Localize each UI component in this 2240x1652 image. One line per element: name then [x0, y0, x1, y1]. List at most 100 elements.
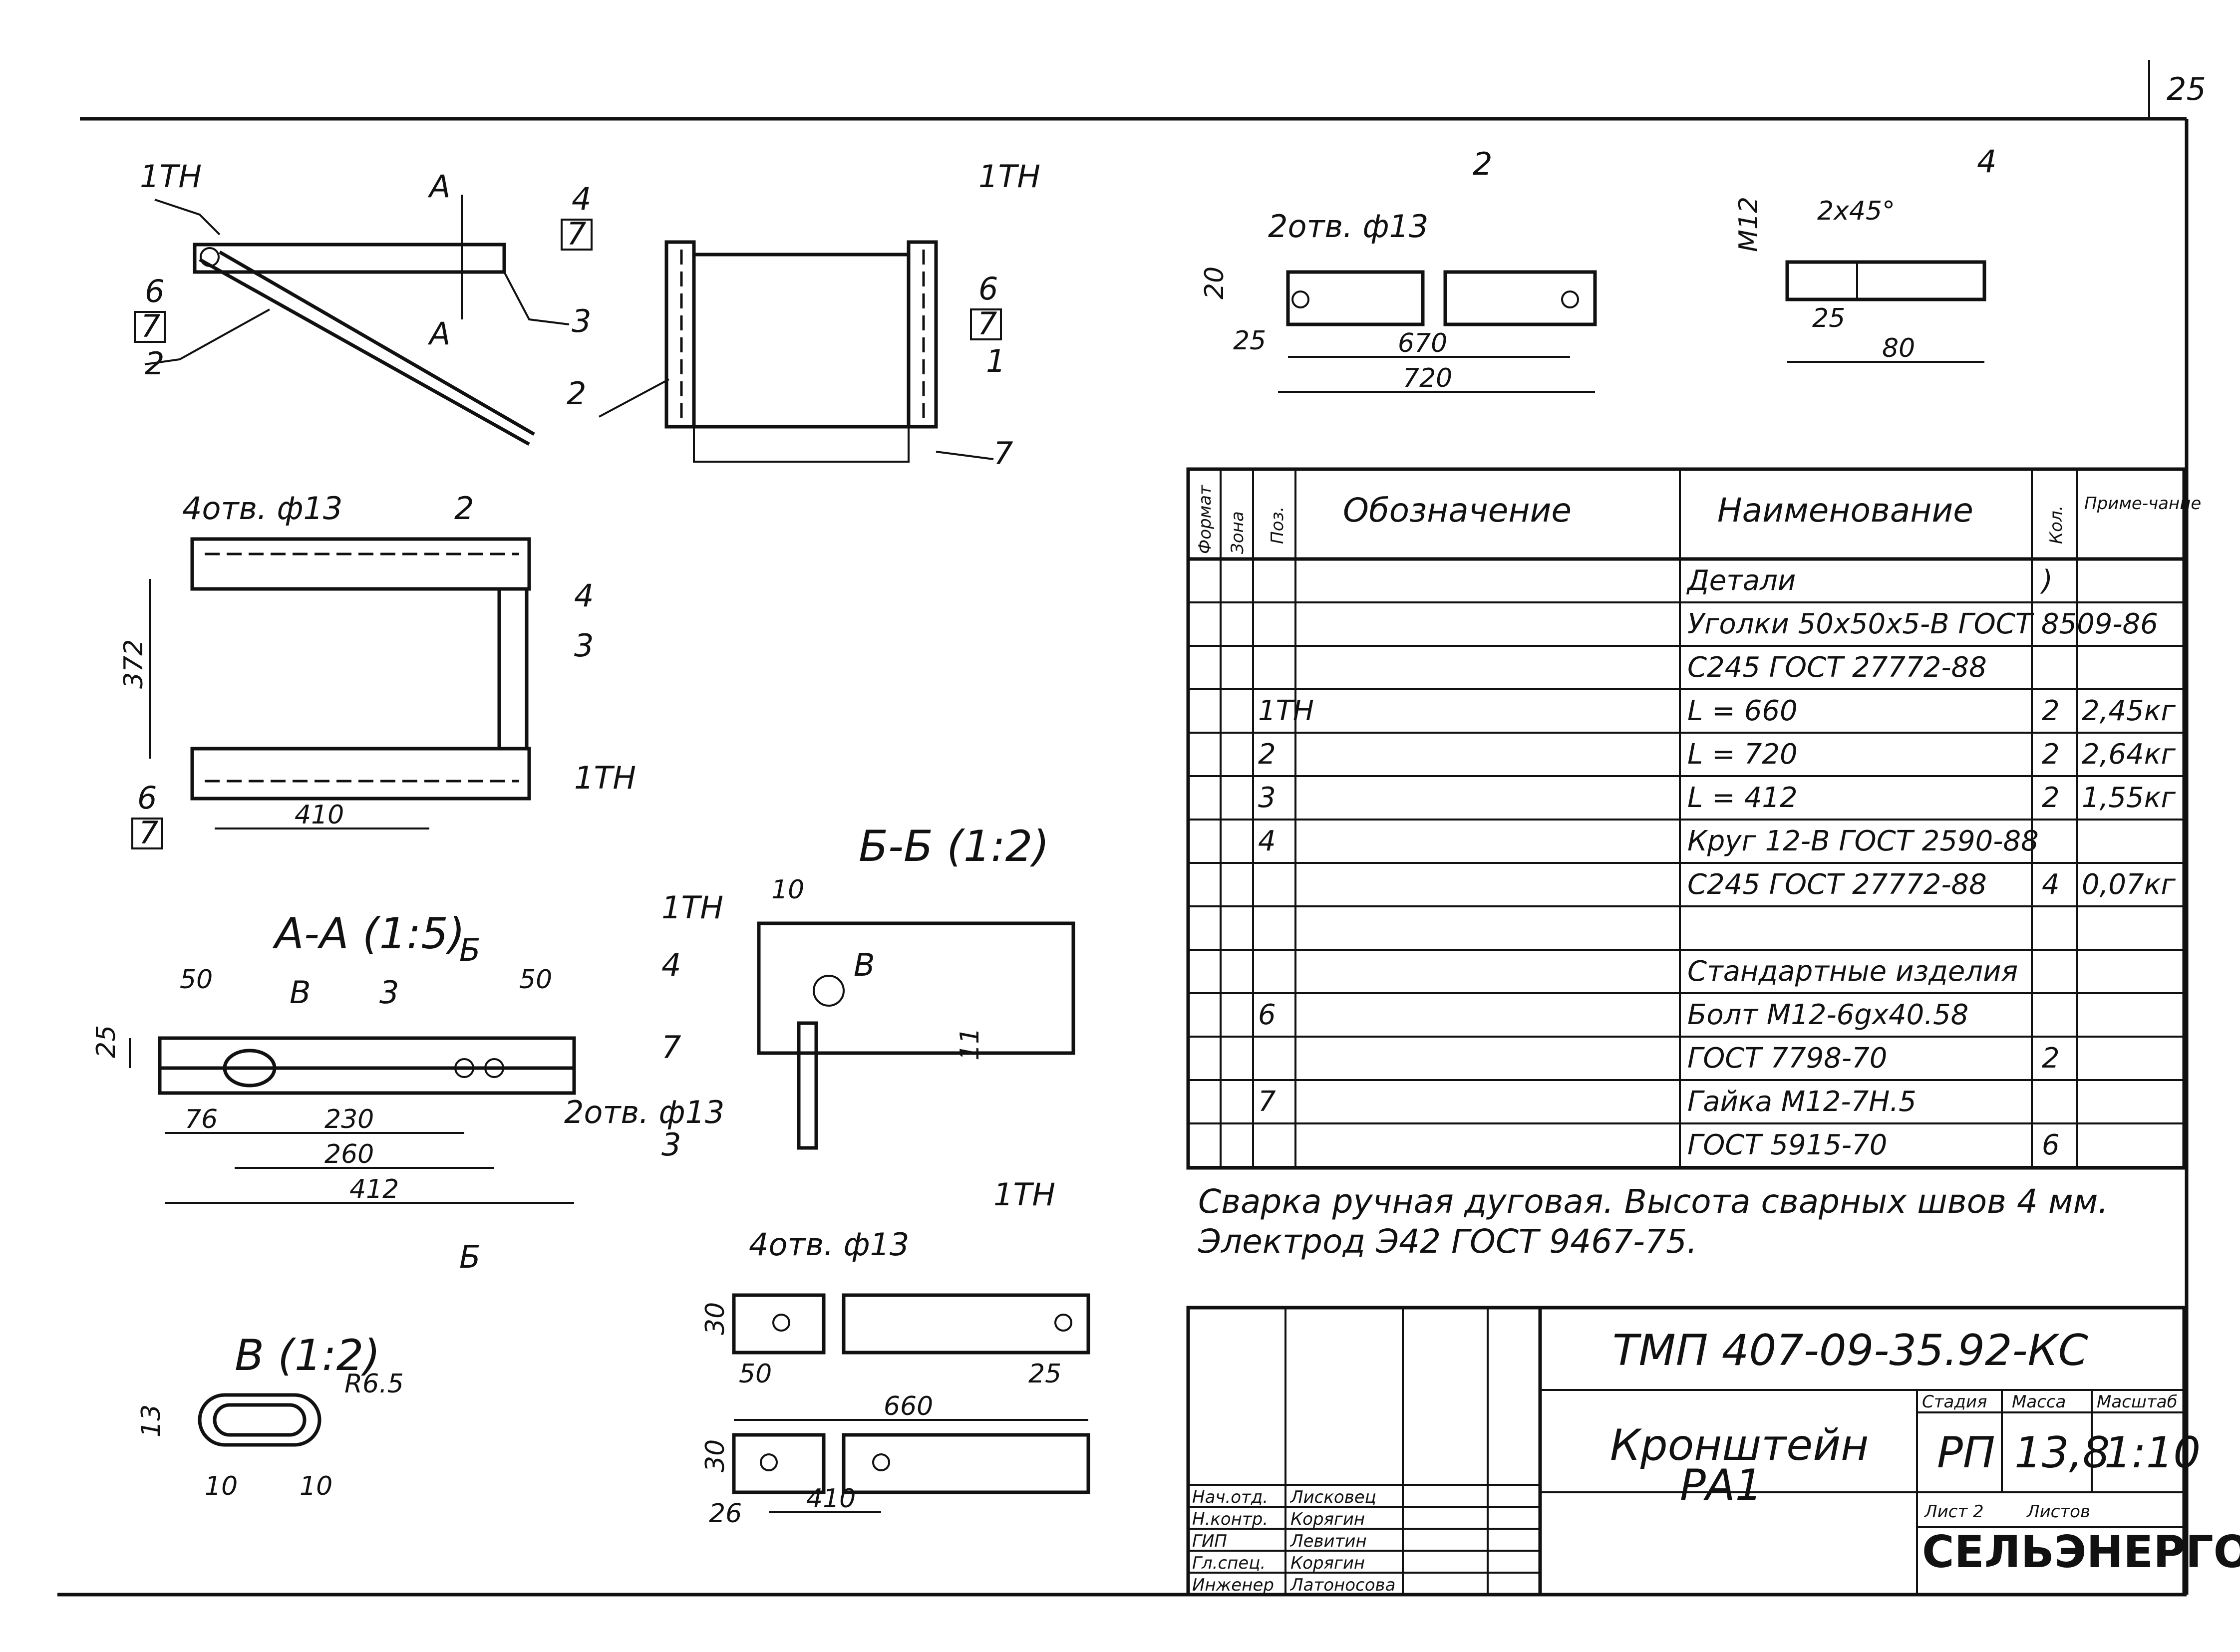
spec-cell-note: 0,07кг [2082, 868, 2176, 901]
isometric-view: 1ТН А А 4 7 6 7 3 2 [134, 158, 593, 446]
signature-name: Латоносова [1289, 1575, 1395, 1595]
side-label-1b: 1 [986, 343, 1005, 379]
side-label-1: 1ТН [978, 158, 1040, 195]
signature-name: Корягин [1290, 1553, 1365, 1573]
part2-dim-20: 20 [1200, 267, 1230, 299]
side-label-7: 7 [977, 305, 997, 342]
spec-cell-pos: 1ТН [1258, 695, 1314, 727]
plan-label-2: 2 [454, 490, 474, 527]
part1-dim-30b: 30 [700, 1439, 730, 1472]
spec-cell-name: С245 ГОСТ 27772-88 [1687, 868, 1987, 901]
aa-dim-50b: 50 [519, 965, 552, 995]
spec-cell-pos: 3 [1258, 782, 1276, 814]
detail-v-dim-10b: 10 [300, 1471, 332, 1501]
aa-dim-260: 260 [324, 1139, 374, 1169]
spec-cell-name: L = 660 [1687, 695, 1798, 727]
side-view: 1ТН 6 7 1 2 7 [567, 158, 1040, 472]
part4-pos: 4 [1977, 143, 1996, 180]
plan-label-7: 7 [139, 815, 158, 851]
spec-cell-note: 1,55кг [2082, 782, 2176, 814]
part1-dim-410: 410 [806, 1484, 856, 1514]
section-aa: А-А (1:5) Б 25 50 50 В 3 1ТН 4 7 3 2отв.… [91, 889, 724, 1275]
aa-dim-50a: 50 [180, 965, 213, 995]
side-label-2: 2 [567, 375, 586, 412]
iso-label-6: 6 [145, 273, 164, 309]
sheet-frame: 25 [57, 60, 2206, 1597]
bb-dim-10: 10 [771, 875, 804, 905]
iso-label-7a: 7 [567, 216, 586, 252]
part1-dim-660: 660 [884, 1391, 933, 1421]
scale-value: 1:10 [2104, 1428, 2201, 1478]
spec-table-rows: Детали) Уголки 50х50х5-В ГОСТ 8509-86С245… [1188, 564, 2184, 1168]
spec-cell-name: Болт М12-6gх40.58 [1687, 999, 1968, 1031]
signature-name: Лисковец [1289, 1487, 1376, 1507]
spec-cell-pos: 6 [1258, 999, 1276, 1031]
spec-cell-note: 2,45кг [2082, 695, 2176, 727]
part4-dim-m12: М12 [1734, 197, 1764, 252]
part1-dim-25: 25 [1028, 1359, 1061, 1389]
spec-cell-qty: 2 [2042, 738, 2060, 771]
plan-label-6: 6 [137, 780, 157, 816]
iso-label-a-top: А [427, 168, 450, 205]
side-label-6: 6 [978, 271, 998, 307]
aa-label-v: В [290, 974, 311, 1011]
aa-label-7: 7 [661, 1029, 681, 1066]
spec-cell-qty: ) [2040, 564, 2053, 597]
iso-label-3: 3 [572, 303, 591, 339]
th-designation: Обозначение [1343, 491, 1572, 530]
spec-cell-name: L = 720 [1687, 738, 1798, 771]
spec-cell-name: Стандартные изделия [1687, 955, 2018, 988]
plan-label-1: 1ТН [574, 760, 636, 796]
sheet-label: Лист 2 [1923, 1502, 1984, 1522]
plan-label-3: 3 [574, 627, 594, 664]
spec-cell-pos: 7 [1258, 1086, 1276, 1118]
spec-cell-qty: 2 [2042, 695, 2060, 727]
th-note: Приме-чание [2084, 494, 2201, 514]
detail-v-dim-10a: 10 [205, 1471, 238, 1501]
part-1-detail: 1ТН 4отв. ф13 30 50 25 660 30 26 410 [700, 1176, 1090, 1529]
aa-label-1: 1ТН [661, 889, 723, 926]
iso-label-7b: 7 [141, 308, 160, 344]
spec-cell-name: Круг 12-В ГОСТ 2590-88 [1687, 825, 2039, 857]
part1-dim-26: 26 [709, 1499, 742, 1529]
spec-cell-pos: 4 [1258, 825, 1276, 857]
sheet-number: 25 [2167, 71, 2206, 107]
spec-cell-name: Гайка М12-7Н.5 [1687, 1086, 1917, 1118]
detail-v: В (1:2) R6.5 13 10 10 [136, 1331, 404, 1501]
part4-dim-chamfer: 2х45° [1817, 196, 1895, 226]
note-line-1: Сварка ручная дуговая. Высота сварных шв… [1198, 1182, 2108, 1221]
doc-code: ТМП 407-09-35.92-КС [1612, 1326, 2088, 1376]
plan-dim-410: 410 [295, 800, 344, 830]
aa-dim-412: 412 [349, 1174, 399, 1204]
section-aa-title: А-А (1:5) [272, 909, 465, 959]
spec-cell-name: Уголки 50х50х5-В ГОСТ 8509-86 [1687, 608, 2158, 640]
mass-value: 13,8 [2014, 1428, 2110, 1478]
part2-hole-note: 2отв. ф13 [1268, 208, 1428, 245]
aa-hole-note: 2отв. ф13 [564, 1094, 724, 1130]
item-name-2: РА1 [1680, 1460, 1762, 1510]
org-name: СЕЛЬЭНЕРГОПРОЕКТ [1922, 1526, 2240, 1578]
signature-name: Левитин [1289, 1531, 1367, 1551]
detail-v-title: В (1:2) [235, 1331, 380, 1380]
plan-dim-372: 372 [119, 639, 149, 689]
part1-pos: 1ТН [993, 1176, 1055, 1213]
side-label-7b: 7 [993, 435, 1013, 472]
spec-cell-name: Детали [1686, 564, 1796, 597]
signature-role: Н.контр. [1192, 1509, 1268, 1529]
detail-v-dim-13: 13 [136, 1404, 166, 1437]
spec-cell-name: L = 412 [1687, 782, 1798, 814]
signature-role: Гл.спец. [1192, 1553, 1266, 1573]
spec-cell-qty: 2 [2042, 782, 2060, 814]
part1-dim-30a: 30 [700, 1302, 730, 1335]
th-qty: Кол. [2046, 506, 2066, 544]
plan-hole-note: 4отв. ф13 [182, 490, 342, 527]
th-name: Наименование [1717, 491, 1973, 530]
plan-label-4: 4 [574, 577, 594, 614]
part-4-detail: 4 М12 2х45° 25 80 [1734, 143, 1996, 363]
part4-dim-25: 25 [1812, 303, 1845, 333]
spec-cell-name: С245 ГОСТ 27772-88 [1687, 651, 1987, 684]
part2-pos: 2 [1473, 146, 1492, 182]
